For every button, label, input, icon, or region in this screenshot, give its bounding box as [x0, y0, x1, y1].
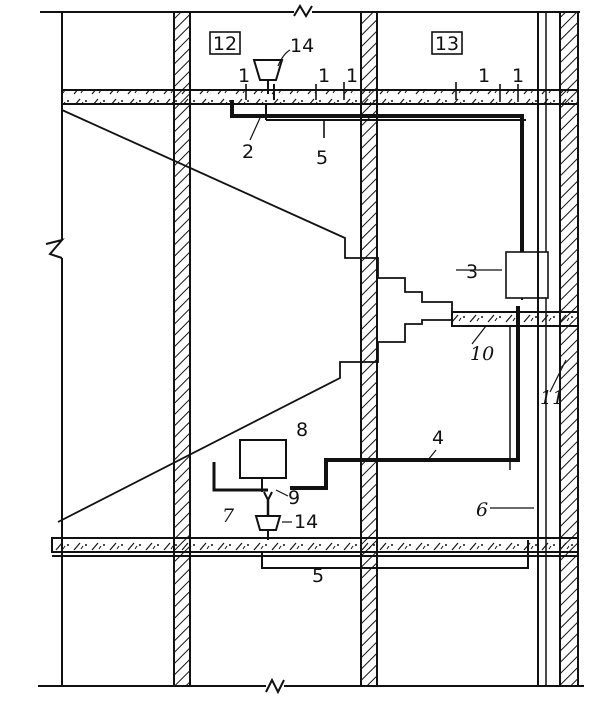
- room-label-13-text: 13: [435, 33, 459, 55]
- column-middle: [360, 11, 378, 687]
- columns: [173, 11, 579, 687]
- column-left: [173, 11, 191, 687]
- lower-pipework: [212, 306, 529, 569]
- pump-8-box: [239, 439, 287, 479]
- label-riser-marker-4: 1: [478, 65, 490, 87]
- building-outline: [38, 4, 584, 695]
- label-reservoir-top: 14: [290, 35, 314, 57]
- diagram-labels: 14 1 1 1 1 1 2 5 3 10 11 4 8 9 7 14 6 5: [222, 35, 564, 587]
- leader-lines: [249, 49, 567, 523]
- device-3-box: [505, 251, 549, 299]
- reservoir-bottom-icon: [254, 515, 282, 531]
- label-reservoir-bottom: 14: [294, 511, 318, 533]
- label-branch: 2: [242, 141, 254, 163]
- room-label-12-text: 12: [213, 33, 237, 55]
- reservoir-top-icon: [252, 59, 284, 81]
- label-lower-pipe: 4: [432, 427, 444, 449]
- label-riser: 6: [476, 499, 488, 521]
- label-column-right: 11: [540, 387, 564, 409]
- slab-lower: [51, 537, 579, 553]
- label-trap: 9: [288, 487, 300, 509]
- label-drain: 7: [222, 505, 235, 527]
- label-lower-main: 5: [312, 565, 324, 587]
- label-riser-marker-5: 1: [512, 65, 524, 87]
- label-riser-marker-3: 1: [346, 65, 358, 87]
- column-right: [559, 11, 579, 687]
- hall-outline: [57, 109, 453, 523]
- floor-slabs: [51, 89, 579, 557]
- room-label-13: 13: [431, 31, 463, 55]
- label-slab-middle: 10: [470, 343, 494, 365]
- label-riser-marker-2: 1: [318, 65, 330, 87]
- label-pump: 8: [296, 419, 308, 441]
- room-label-12: 12: [209, 31, 241, 55]
- slab-upper: [61, 89, 579, 105]
- label-riser-marker-1: 1: [238, 65, 250, 87]
- label-upper-main: 5: [316, 147, 328, 169]
- slab-middle: [451, 311, 579, 327]
- upper-pipework: [230, 82, 526, 300]
- label-device: 3: [466, 261, 478, 283]
